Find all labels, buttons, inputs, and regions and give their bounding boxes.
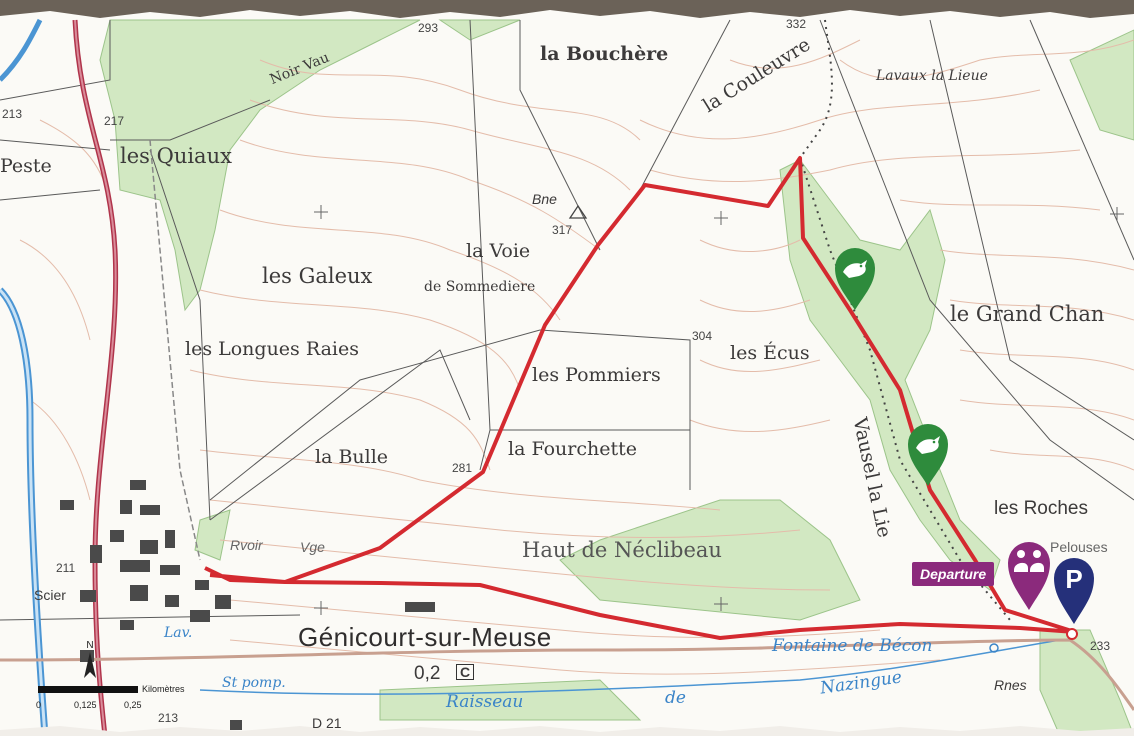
- rail-line: [149, 139, 201, 561]
- bird-pin-icon[interactable]: [833, 246, 877, 312]
- elevation-281: 281: [452, 461, 473, 475]
- town-buildings: [60, 480, 435, 730]
- grid-crosses: [314, 205, 1124, 615]
- label-vge: Vge: [300, 539, 325, 555]
- label-town-code: 0,2: [414, 663, 441, 684]
- label-la-fourchette: la Fourchette: [508, 438, 637, 460]
- north-arrow-icon: N: [84, 640, 96, 678]
- scale-bar: [38, 686, 138, 693]
- label-town-code-box: C: [456, 664, 475, 680]
- scale-tick-0: 0: [36, 700, 42, 710]
- scale-tick-0125: 0,125: [74, 700, 97, 710]
- label-lav: Lav.: [164, 625, 193, 641]
- label-raisseau: Raisseau: [446, 692, 524, 712]
- spring-icon: [989, 643, 999, 653]
- elevation-213-top: 213: [2, 107, 23, 121]
- label-bne: Bne: [532, 191, 557, 207]
- elevation-233: 233: [1090, 639, 1111, 653]
- label-rnes: Rnes: [994, 677, 1027, 693]
- parcel-lines: [0, 19, 1134, 621]
- label-fontaine: Fontaine de Bécon: [772, 636, 933, 656]
- svg-text:N: N: [86, 640, 93, 651]
- label-rvoir: Rvoir: [230, 537, 263, 553]
- label-pelouses: Pelouses: [1050, 539, 1108, 555]
- canal: [0, 287, 49, 736]
- parking-pin-icon[interactable]: P: [1052, 556, 1096, 626]
- elevation-211: 211: [56, 561, 76, 575]
- elevation-213-bottom: 213: [158, 711, 179, 725]
- label-les-roches: les Roches: [994, 498, 1088, 519]
- label-la-bulle: la Bulle: [315, 446, 389, 468]
- label-de: de: [665, 688, 686, 708]
- label-les-ecus: les Écus: [730, 342, 810, 364]
- scale-unit-label: Kilomètres: [142, 684, 185, 694]
- label-scier: Scier: [34, 587, 66, 603]
- bird-pin-icon[interactable]: [906, 422, 950, 488]
- label-de-sommediere: de Sommediere: [424, 279, 536, 295]
- label-road-d: D 21: [312, 715, 342, 731]
- stream: [199, 639, 1061, 695]
- label-town: Génicourt-sur-Meuse: [298, 622, 552, 652]
- scale-tick-025: 0,25: [124, 700, 142, 710]
- contour-lines: [19, 39, 1134, 675]
- torn-bottom-edge: [0, 726, 1134, 736]
- elevation-293: 293: [418, 21, 439, 35]
- label-les-galeux: les Galeux: [262, 264, 373, 288]
- parking-letter: P: [1065, 564, 1082, 594]
- label-lavaux: Lavaux la Lieue: [876, 68, 988, 84]
- survey-triangle-icon: [568, 204, 588, 219]
- label-le-grand-chan: le Grand Chan: [950, 302, 1105, 326]
- label-les-longues-raies: les Longues Raies: [185, 338, 359, 360]
- label-la-voie: la Voie: [466, 240, 531, 262]
- label-les-quiaux: les Quiaux: [120, 144, 232, 168]
- elevation-304: 304: [692, 329, 713, 343]
- river-top-left: [0, 18, 43, 82]
- label-peste: Peste: [0, 155, 52, 177]
- torn-top-edge: [0, 0, 1134, 18]
- label-les-pommiers: les Pommiers: [532, 364, 661, 386]
- departure-label[interactable]: Departure: [912, 562, 995, 586]
- hiker-pin-icon[interactable]: [1006, 540, 1052, 612]
- elevation-317: 317: [552, 223, 573, 237]
- label-st-pomp: St pomp.: [222, 675, 286, 691]
- start-point-marker: [1066, 628, 1078, 640]
- elevation-332: 332: [786, 17, 807, 31]
- main-road-inner: [74, 19, 117, 736]
- canal-inner: [0, 288, 47, 736]
- elevation-217: 217: [104, 114, 125, 128]
- label-la-bouchere: la Bouchère: [540, 43, 669, 65]
- label-haut-de-neclibeau: Haut de Néclibeau: [522, 538, 722, 562]
- secondary-road: [0, 638, 1134, 711]
